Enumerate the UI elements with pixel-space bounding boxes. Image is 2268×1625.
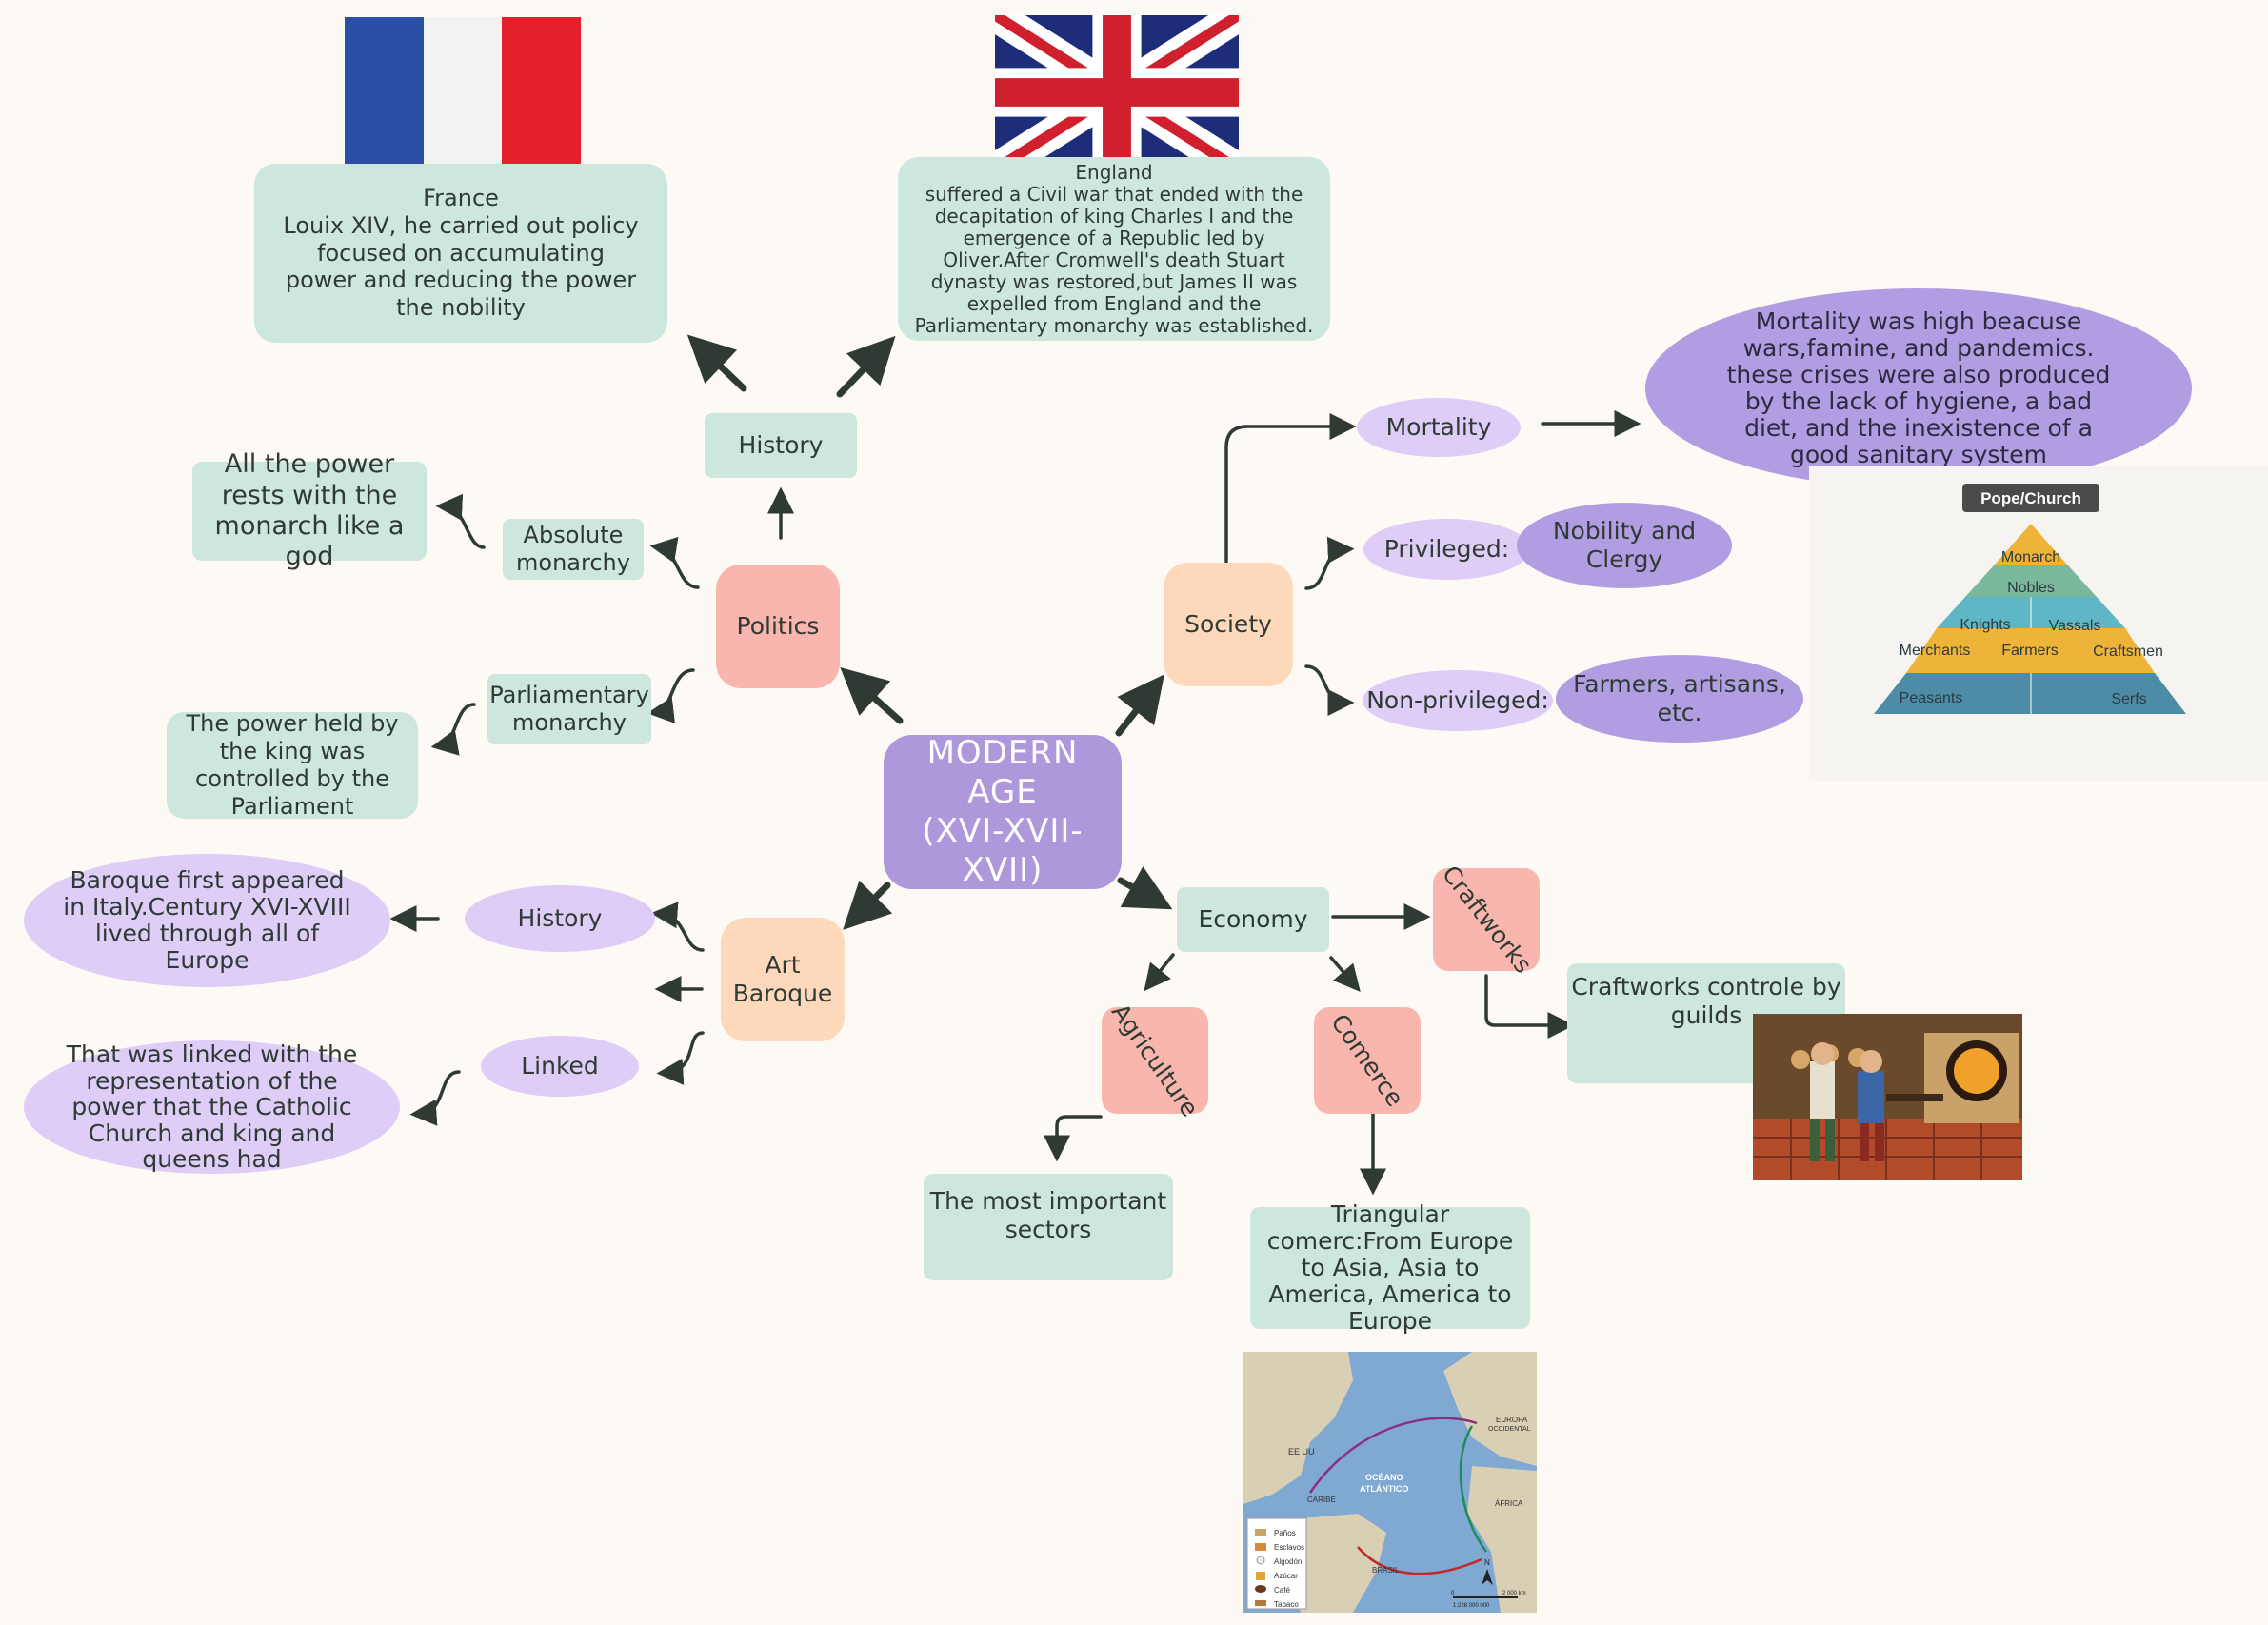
- pyramid-serfs: Serfs: [2111, 691, 2146, 707]
- france-description-box: France Louix XIV, he carried out policy …: [254, 164, 667, 343]
- pyramid-vassals: Vassals: [2049, 618, 2101, 634]
- baroque-label: Baroque: [732, 980, 833, 1007]
- arrow-history-france: [686, 334, 747, 392]
- map-legend-item: Esclavos: [1274, 1543, 1304, 1552]
- arrow-agriculture-desc: [1044, 1115, 1103, 1162]
- arrow-history-england: [836, 335, 896, 398]
- map-legend-item: Paños: [1274, 1529, 1296, 1537]
- agriculture-description: The most important sectors: [924, 1174, 1173, 1280]
- uk-flag-image: [995, 15, 1239, 169]
- art-history-description: Baroque first appeared in Italy.Century …: [24, 854, 390, 987]
- map-label-occidental: OCCIDENTAL: [1488, 1426, 1531, 1433]
- map-label-eeuu: EE UU: [1288, 1447, 1315, 1457]
- art-baroque-node: Art Baroque: [721, 918, 845, 1041]
- arrow-absolute-desc: [435, 493, 486, 549]
- central-line-3: (XVI-XVII-XVII): [922, 812, 1084, 889]
- arrow-central-politics: [840, 667, 904, 724]
- map-legend-item: Algodón: [1274, 1557, 1302, 1566]
- comerce-description: Triangular comerc:From Europe to Asia, A…: [1250, 1201, 1530, 1335]
- central-line-2: AGE: [967, 773, 1038, 812]
- england-text: suffered a Civil war that ended with the…: [914, 182, 1314, 337]
- map-scale-end: 2 000 km: [1502, 1591, 1526, 1596]
- england-description-box: England suffered a Civil war that ended …: [898, 157, 1330, 341]
- linked-node: Linked: [481, 1036, 639, 1097]
- art-history-node: History: [465, 885, 655, 952]
- pyramid-merchants: Merchants: [1900, 643, 1971, 659]
- map-label-africa: ÁFRICA: [1495, 1499, 1523, 1508]
- arrow-art-linked: [656, 1031, 705, 1085]
- england-title: England: [1075, 160, 1153, 184]
- guild-workshop-illustration: [1753, 1014, 2022, 1180]
- arrow-central-society: [1115, 674, 1164, 737]
- arrow-society-mortality: [1224, 413, 1357, 564]
- arrow-parliamentary-desc: [430, 703, 476, 756]
- map-label-brasil: BRASIL: [1372, 1566, 1400, 1575]
- pyramid-craftsmen: Craftsmen: [2093, 644, 2163, 660]
- pyramid-peasants: Peasants: [1900, 690, 1963, 706]
- pyramid-header: Pope/Church: [1980, 489, 2081, 507]
- central-line-1: MODERN: [926, 734, 1079, 773]
- craftworks-node: Craftworks: [1433, 861, 1540, 979]
- comerce-node: Comerce: [1314, 1007, 1421, 1114]
- modern-age-central-node: MODERN AGE (XVI-XVII-XVII): [884, 734, 1122, 889]
- map-label-europa: EUROPA: [1496, 1416, 1528, 1424]
- arrow-economy-agriculture: [1144, 953, 1175, 992]
- map-label-oceano: OCÉANO: [1365, 1473, 1403, 1482]
- pyramid-monarch: Monarch: [2001, 549, 2060, 565]
- map-label-caribe: CARIBE: [1307, 1496, 1336, 1504]
- mortality-node: Mortality: [1357, 398, 1521, 457]
- social-pyramid-image: Pope/Church Monarch Nobles Knights Vassa…: [1809, 466, 2268, 781]
- agriculture-node: Agriculture: [1102, 999, 1208, 1121]
- pyramid-farmers: Farmers: [2001, 643, 2059, 659]
- triangular-trade-map-drawing: EE UU CARIBE OCÉANO ATLÁNTICO EUROPA OCC…: [1243, 1352, 1537, 1613]
- linked-description: That was linked with the representation …: [24, 1040, 400, 1174]
- comerce-label: Comerce: [1325, 1008, 1410, 1112]
- guild-workshop-image: [1753, 1014, 2022, 1180]
- non-privileged-node: Non-privileged:: [1363, 670, 1553, 731]
- pyramid-nobles: Nobles: [2007, 580, 2055, 596]
- politics-history-node: History: [705, 413, 857, 478]
- social-pyramid-diagram: Pope/Church Monarch Nobles Knights Vassa…: [1874, 484, 2186, 714]
- craftworks-label: Craftworks: [1436, 860, 1538, 979]
- map-north-label: N: [1484, 1558, 1490, 1567]
- map-legend-item: Tabaco: [1274, 1600, 1299, 1609]
- france-title: France: [423, 185, 499, 211]
- absolute-monarchy-description: All the power rests with the monarch lik…: [192, 449, 427, 571]
- france-flag-image: [345, 17, 581, 171]
- privileged-node: Privileged:: [1363, 519, 1530, 580]
- absolute-monarchy-node: Absolute monarchy: [503, 519, 644, 580]
- triangular-trade-map: EE UU CARIBE OCÉANO ATLÁNTICO EUROPA OCC…: [1243, 1352, 1537, 1613]
- france-text: Louix XIV, he carried out policy focused…: [283, 211, 639, 322]
- arrow-central-art: [843, 880, 893, 930]
- map-legend-item: Azúcar: [1274, 1572, 1298, 1580]
- arrow-society-privileged: [1304, 536, 1355, 590]
- arrow-craftworks-desc: [1484, 974, 1575, 1039]
- arrow-society-nonprivileged: [1304, 664, 1355, 716]
- parliamentary-monarchy-node: Parliamentary monarchy: [487, 674, 651, 744]
- non-privileged-description: Farmers, artisans, etc.: [1556, 655, 1803, 743]
- arrow-economy-comerce: [1329, 956, 1361, 992]
- north-arrow-icon: [1482, 1569, 1493, 1585]
- map-legend-item: Café: [1274, 1586, 1290, 1595]
- parliamentary-monarchy-description: The power held by the king was controlle…: [167, 710, 418, 820]
- privileged-description: Nobility and Clergy: [1517, 503, 1732, 588]
- arrow-art-history: [650, 902, 705, 952]
- arrow-linked-desc: [409, 1070, 461, 1126]
- arrow-politics-parliamentary: [647, 668, 695, 723]
- society-node: Society: [1164, 563, 1293, 686]
- arrow-politics-absolute: [649, 536, 700, 589]
- art-label: Art: [765, 951, 801, 979]
- map-label-atlantico: ATLÁNTICO: [1360, 1484, 1408, 1494]
- pyramid-knights: Knights: [1960, 617, 2010, 633]
- map-scale-ratio: 1:228 000 000: [1453, 1603, 1490, 1609]
- economy-node: Economy: [1177, 887, 1329, 952]
- map-scale-start: 0: [1451, 1591, 1455, 1596]
- mortality-description: Mortality was high beacuse wars,famine, …: [1645, 288, 2192, 488]
- agriculture-label: Agriculture: [1106, 999, 1204, 1122]
- arrow-central-economy: [1117, 865, 1173, 910]
- politics-node: Politics: [716, 565, 840, 688]
